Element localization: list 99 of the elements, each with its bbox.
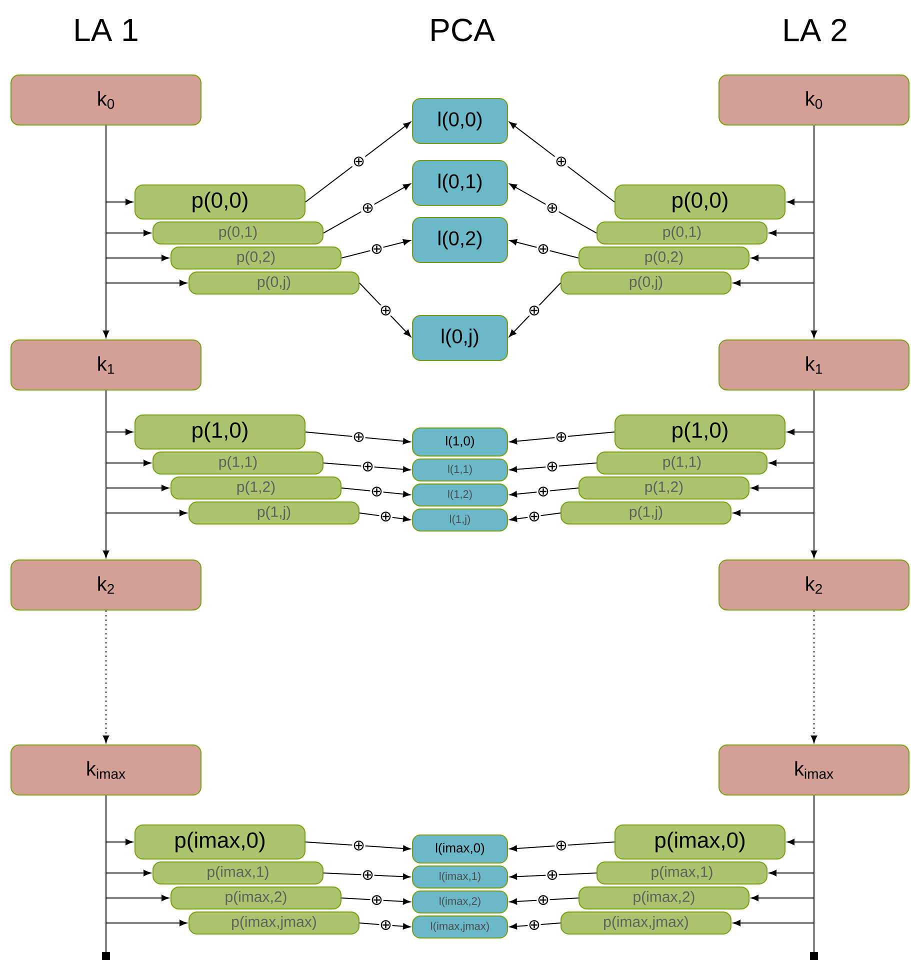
process-box: p(1,0) xyxy=(134,414,306,450)
process-box: k$_{0}$ xyxy=(10,74,202,126)
arrow xyxy=(508,282,561,338)
result-box: l(1,1) xyxy=(412,458,508,482)
edge-label: ⊕ xyxy=(352,432,366,442)
edge-label: ⊕ xyxy=(379,305,392,316)
edge-label: ⊕ xyxy=(361,202,374,214)
edge-label: ⊕ xyxy=(554,432,568,442)
arrow xyxy=(359,282,412,338)
process-box: p(0,j) xyxy=(188,272,360,294)
arrow xyxy=(305,122,411,202)
process-box: k$_{imax}$ xyxy=(10,744,202,796)
arrow xyxy=(341,239,411,258)
process-box: p(0,2) xyxy=(578,246,750,270)
process-box: p(1,0) xyxy=(614,414,786,450)
arrow xyxy=(341,488,411,498)
edge-label: ⊕ xyxy=(536,486,550,497)
result-box: l(0,j) xyxy=(412,315,508,361)
edge-label: ⊕ xyxy=(528,305,541,316)
process-box: p(0,2) xyxy=(170,246,342,270)
edge-label: ⊕ xyxy=(536,244,550,254)
edge-label: ⊕ xyxy=(379,920,392,930)
arrow xyxy=(733,795,814,926)
edge-label: ⊕ xyxy=(361,461,374,472)
result-box: l(1,j) xyxy=(412,508,508,532)
process-box: p(1,2) xyxy=(170,476,342,500)
edge-label: ⊕ xyxy=(554,156,568,167)
column-heading: LA 2 xyxy=(784,18,846,42)
process-box: p(1,j) xyxy=(560,502,732,524)
arrow xyxy=(509,488,579,498)
arrow xyxy=(510,898,579,905)
process-box: p(imax,jmax) xyxy=(188,912,360,935)
process-box: k$_{imax}$ xyxy=(718,744,910,796)
arrow xyxy=(106,390,187,516)
edge-label: ⊕ xyxy=(379,511,392,522)
result-box: l(imax,2) xyxy=(412,890,508,914)
edge-label: ⊕ xyxy=(554,840,568,851)
arrow xyxy=(510,432,615,444)
arrow xyxy=(509,183,597,234)
arrow xyxy=(106,125,187,286)
process-box: p(0,1) xyxy=(596,222,768,244)
process-box: p(0,0) xyxy=(614,184,786,220)
process-box: p(imax,1) xyxy=(152,862,324,884)
edge-label: ⊕ xyxy=(528,920,541,930)
arrow xyxy=(102,610,110,744)
result-box: l(1,2) xyxy=(412,484,508,506)
process-box: p(0,j) xyxy=(560,272,732,294)
arrow xyxy=(323,183,411,234)
process-box: p(imax,2) xyxy=(578,886,750,910)
process-box: k$_{2}$ xyxy=(10,560,202,610)
process-box: p(1,j) xyxy=(188,502,360,524)
arrow xyxy=(323,462,411,472)
result-box: l(0,1) xyxy=(412,160,508,206)
arrow xyxy=(509,122,615,202)
arrow xyxy=(341,898,411,905)
process-box: p(imax,1) xyxy=(596,862,768,884)
column-heading: LA 1 xyxy=(76,19,138,41)
arrow xyxy=(810,610,818,744)
arrow xyxy=(305,842,411,852)
arrow xyxy=(509,239,579,258)
arrow xyxy=(733,125,814,286)
edge-label: ⊕ xyxy=(546,461,559,472)
result-box: l(imax,jmax) xyxy=(412,916,508,939)
edge-label: ⊕ xyxy=(370,894,384,906)
process-box: k$_{2}$ xyxy=(718,560,910,610)
edge-label: ⊕ xyxy=(528,511,541,522)
edge-label: ⊕ xyxy=(352,840,366,851)
process-box: p(1,1) xyxy=(152,452,324,474)
arrow xyxy=(510,872,597,880)
result-box: l(imax,1) xyxy=(412,866,508,888)
process-box: k$_{1}$ xyxy=(718,340,910,390)
process-box: p(imax,0) xyxy=(614,824,786,860)
arrow xyxy=(510,842,615,852)
column-heading: PCA xyxy=(432,18,495,42)
arrow xyxy=(510,462,597,472)
edge-label: ⊕ xyxy=(546,870,559,880)
result-box: l(0,2) xyxy=(412,217,508,263)
arrow xyxy=(305,432,411,444)
process-box: k$_{1}$ xyxy=(10,340,202,390)
edge-label: ⊕ xyxy=(352,156,366,167)
process-box: p(1,1) xyxy=(596,452,768,474)
arrow xyxy=(323,872,411,880)
edge-label: ⊕ xyxy=(546,202,559,214)
arrow xyxy=(106,795,187,926)
edge-label: ⊕ xyxy=(536,894,550,906)
edge-label: ⊕ xyxy=(370,244,384,254)
result-box: l(0,0) xyxy=(412,98,508,144)
process-box: p(imax,2) xyxy=(170,886,342,910)
result-box: l(1,0) xyxy=(412,428,508,456)
process-box: p(imax,jmax) xyxy=(560,912,732,935)
edge-label: ⊕ xyxy=(370,486,384,497)
edge-label: ⊕ xyxy=(361,870,374,880)
process-box: p(1,2) xyxy=(578,476,750,500)
process-box: k$_{0}$ xyxy=(718,74,910,126)
result-box: l(imax,0) xyxy=(412,834,508,864)
process-box: p(0,0) xyxy=(134,184,306,220)
process-box: p(imax,0) xyxy=(134,824,306,860)
arrow xyxy=(733,390,814,516)
process-box: p(0,1) xyxy=(152,222,324,244)
